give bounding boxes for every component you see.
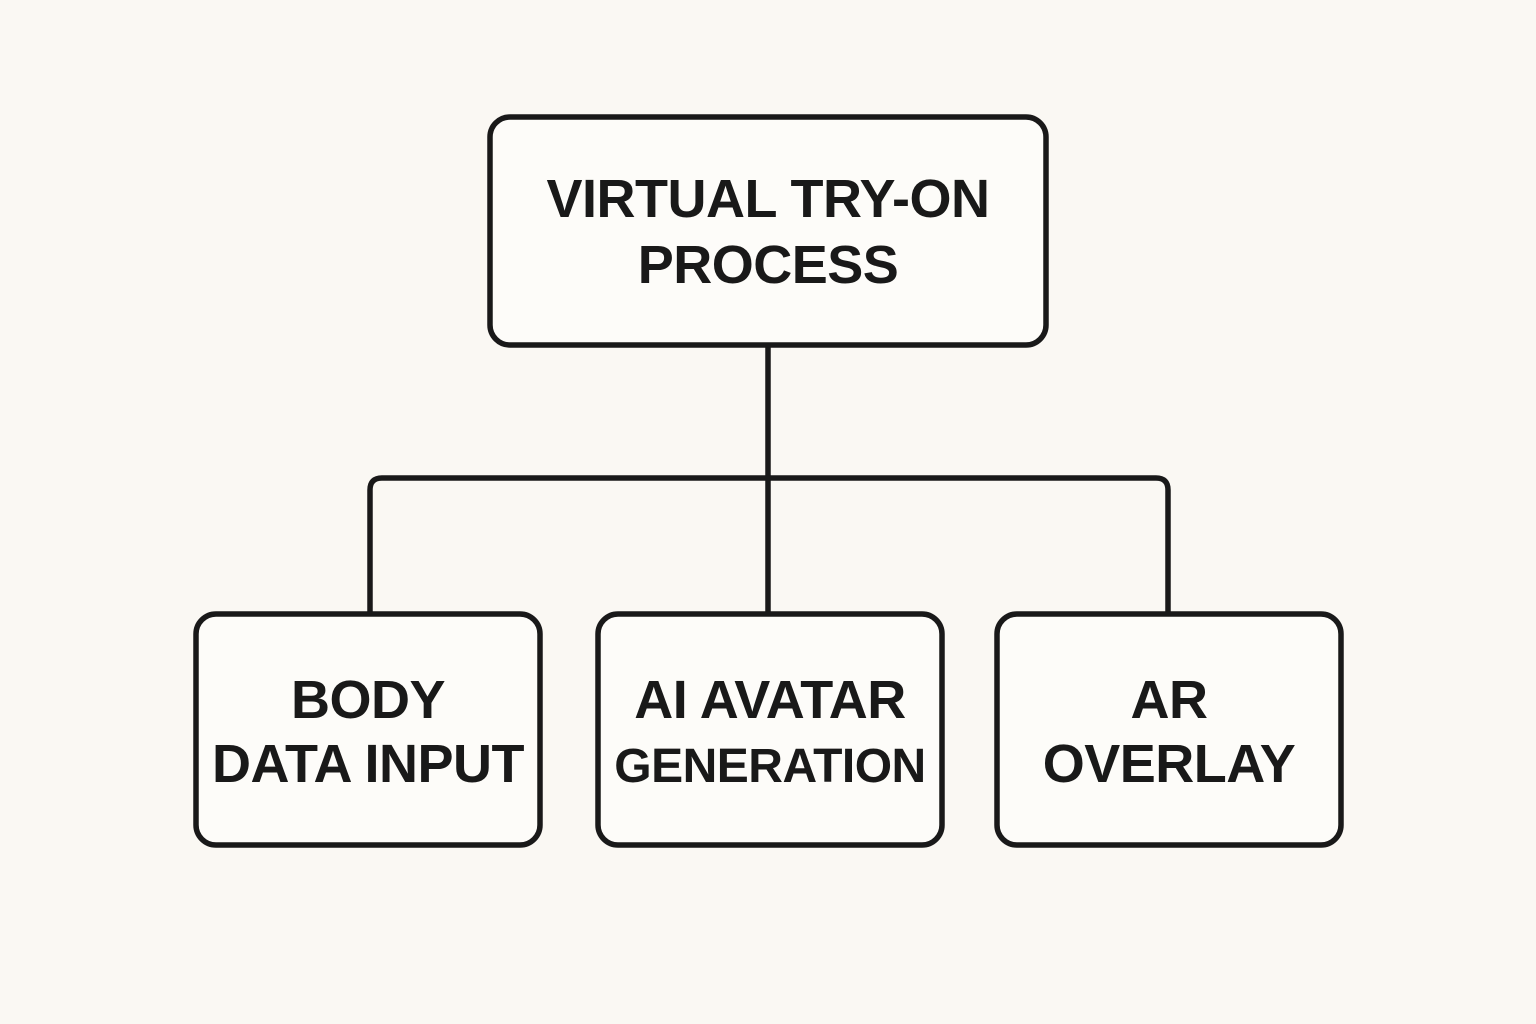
node-root-label-line1: VIRTUAL TRY-ON (546, 169, 989, 229)
connector-bus-horizontal (367, 475, 1171, 614)
node-body-data-input-label-line2: DATA INPUT (212, 734, 524, 794)
node-root[interactable]: VIRTUAL TRY-ON PROCESS (487, 114, 1049, 348)
node-ar-overlay-label-line2: OVERLAY (1043, 734, 1296, 794)
node-ai-avatar-generation[interactable]: AI AVATAR GENERATION (595, 611, 945, 848)
node-ar-overlay[interactable]: AR OVERLAY (994, 611, 1344, 848)
node-body-data-input-box[interactable] (193, 611, 543, 848)
node-ai-avatar-generation-label-line2: GENERATION (614, 740, 925, 793)
node-ar-overlay-box[interactable] (994, 611, 1344, 848)
connector-group (367, 344, 1171, 614)
node-root-box[interactable] (487, 114, 1049, 348)
node-body-data-input[interactable]: BODY DATA INPUT (193, 611, 543, 848)
node-root-label-line2: PROCESS (638, 235, 899, 295)
node-ai-avatar-generation-box[interactable] (595, 611, 945, 848)
node-ar-overlay-label-line1: AR (1131, 670, 1208, 730)
node-body-data-input-label-line1: BODY (291, 670, 445, 730)
node-ai-avatar-generation-label-line1: AI AVATAR (634, 670, 905, 730)
